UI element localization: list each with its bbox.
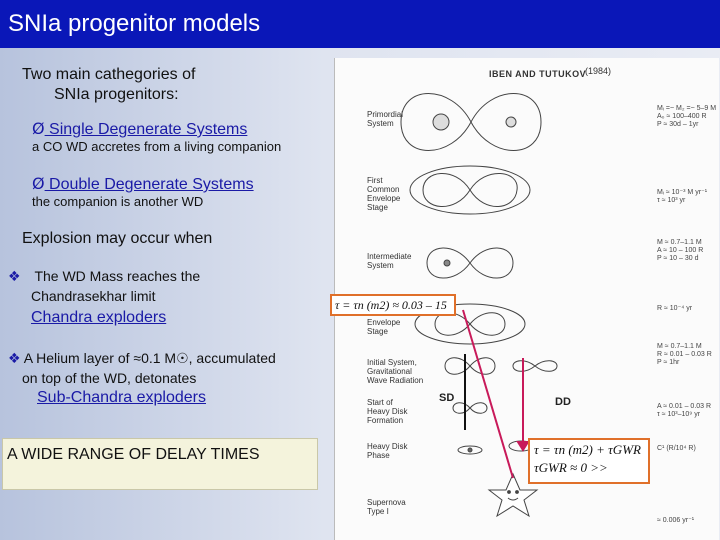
dd-heading: Ø Double Degenerate Systems bbox=[32, 174, 254, 194]
dd-description: the companion is another WD bbox=[32, 194, 204, 209]
param-text: C¹ (R/10⁴ R) bbox=[657, 445, 696, 452]
param-text: R ≈ 0.01 – 0.03 R bbox=[657, 351, 712, 358]
intro-line-2: SNIa progenitors: bbox=[54, 86, 179, 103]
param-text: ≈ 0.006 yr⁻¹ bbox=[657, 517, 695, 524]
stage-label-intermediate: Intermediate System bbox=[367, 252, 412, 270]
diamond-bullet-icon: ❖ bbox=[8, 269, 21, 285]
roche-lobe-disk-start bbox=[452, 402, 488, 414]
roche-lobe-intermediate bbox=[426, 247, 514, 279]
param-text: τ ≈ 10³ yr bbox=[657, 197, 686, 204]
condition-subchandra-text: A Helium layer of ≈0.1 M☉, accumulated bbox=[23, 350, 276, 366]
sd-heading-text: Single Degenerate Systems bbox=[44, 121, 248, 138]
chandra-exploders-link[interactable]: Chandra exploders bbox=[31, 309, 167, 326]
supernova-star-icon bbox=[487, 472, 539, 518]
stage-label-heavy-disk: Heavy Disk Phase bbox=[367, 442, 408, 460]
primordial-star-right bbox=[505, 116, 517, 128]
param-text: M ≈ 0.7–1.1 M bbox=[657, 239, 702, 246]
primordial-star-left bbox=[432, 113, 450, 131]
param-text: P ≈ 30d – 1yr bbox=[657, 121, 699, 128]
stage-label-first-ce: First Common Envelope Stage bbox=[367, 176, 401, 212]
diamond-bullet-icon: ❖ bbox=[8, 351, 21, 367]
param-text: A ≈ 10 – 100 R bbox=[657, 247, 703, 254]
dd-heading-text: Double Degenerate Systems bbox=[44, 176, 254, 193]
param-text: Mᵢ =~ M₂ =~ 5–9 M bbox=[657, 105, 716, 112]
figure-year: (1984) bbox=[585, 66, 612, 76]
dd-delay-formula: τ = τn (m2) + τGWR τGWR ≈ 0 >> bbox=[528, 438, 650, 484]
condition-chandra: ❖ The WD Mass reaches the bbox=[8, 268, 200, 285]
roche-lobe-primordial bbox=[400, 93, 542, 151]
intermediate-star bbox=[443, 259, 451, 267]
delay-times-box: A WIDE RANGE OF DELAY TIMES bbox=[2, 438, 318, 490]
param-text: M ≈ 0.7–1.1 M bbox=[657, 343, 702, 350]
roche-lobe-ce1 bbox=[422, 173, 518, 207]
stage-label-envelope: Envelope Stage bbox=[367, 318, 401, 336]
sd-heading: Ø Single Degenerate Systems bbox=[32, 119, 247, 139]
stage-label-initial: Initial System, Gravitational Wave Radia… bbox=[367, 358, 424, 385]
roche-lobe-dd-initial bbox=[512, 360, 558, 372]
intro-line-1: Two main cathegories of bbox=[22, 66, 196, 83]
sub-chandra-exploders-link[interactable]: Sub-Chandra exploders bbox=[37, 389, 206, 406]
param-text: τ ≈ 10³–10⁹ yr bbox=[657, 411, 701, 418]
heavy-disk bbox=[457, 445, 483, 455]
delay-times-text: A WIDE RANGE OF DELAY TIMES bbox=[7, 446, 260, 463]
sd-pointer-line bbox=[462, 309, 514, 479]
sd-tag: SD bbox=[439, 392, 455, 404]
evolution-figure: IBEN AND TUTUKOV (1984) Primordial Syste… bbox=[334, 58, 719, 540]
slide-title: SNIa progenitor models bbox=[8, 10, 261, 37]
dd-pointer-arrowhead bbox=[516, 441, 530, 452]
dd-tag: DD bbox=[555, 396, 571, 408]
sd-delay-formula: τ = τn (m2) ≈ 0.03 – 15 bbox=[330, 294, 456, 316]
param-text: P ≈ 10 – 30 d bbox=[657, 255, 699, 262]
explosion-heading: Explosion may occur when bbox=[22, 230, 213, 247]
heavy-disk-star bbox=[467, 447, 473, 453]
param-text: A ≈ 0.01 – 0.03 R bbox=[657, 403, 711, 410]
stage-label-heavy-disk-start: Start of Heavy Disk Formation bbox=[367, 398, 408, 425]
roche-lobe-ce2 bbox=[434, 312, 506, 336]
stage-label-supernova: Supernova Type I bbox=[367, 498, 406, 516]
condition-chandra-line-2: Chandrasekhar limit bbox=[31, 288, 156, 304]
figure-diagram: Mᵢ =~ M₂ =~ 5–9 M A₀ ≈ 100–400 R P ≈ 30d… bbox=[400, 93, 716, 524]
param-text: R ≈ 10⁻⁴ yr bbox=[657, 305, 693, 312]
roche-lobe-initial bbox=[444, 357, 496, 375]
condition-chandra-text: The WD Mass reaches the bbox=[34, 268, 201, 284]
dd-formula-line-1: τ = τn (m2) + τGWR bbox=[534, 442, 641, 457]
condition-subchandra-line-2: on top of the WD, detonates bbox=[22, 370, 197, 386]
param-text: Mᵢ ≈ 10⁻³ M yr⁻¹ bbox=[657, 189, 708, 196]
stage-label-primordial: Primordial System bbox=[367, 110, 404, 128]
title-bar: SNIa progenitor models bbox=[0, 0, 720, 48]
arrow-bullet-icon: Ø bbox=[32, 119, 45, 138]
common-envelope-1 bbox=[409, 165, 531, 215]
figure-header: IBEN AND TUTUKOV bbox=[489, 69, 587, 79]
condition-subchandra: ❖ A Helium layer of ≈0.1 M☉, accumulated bbox=[8, 350, 276, 367]
dd-formula-line-2: τGWR ≈ 0 >> bbox=[534, 460, 608, 475]
sd-description: a CO WD accretes from a living companion bbox=[32, 139, 282, 154]
common-envelope-2 bbox=[414, 303, 526, 345]
arrow-bullet-icon: Ø bbox=[32, 174, 45, 193]
param-text: A₀ ≈ 100–400 R bbox=[657, 113, 707, 120]
param-text: P ≈ 1hr bbox=[657, 359, 680, 366]
